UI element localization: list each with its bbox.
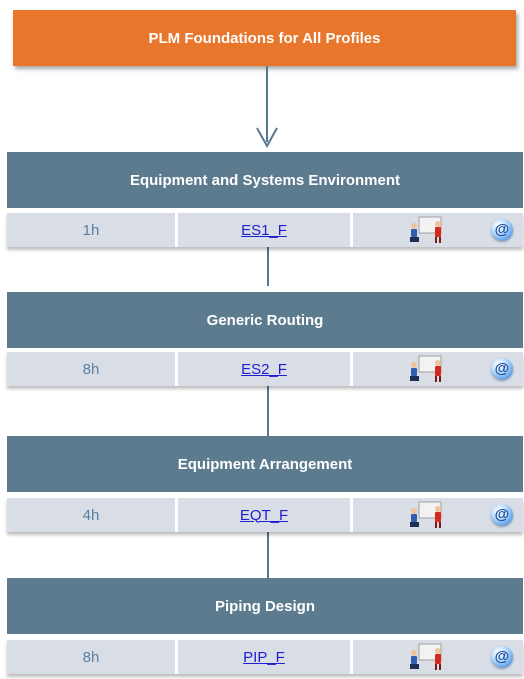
delivery-mode-cell: @: [353, 640, 523, 674]
module-title: Piping Design: [214, 597, 315, 615]
elearning-icon: @: [491, 219, 513, 241]
course-code-link[interactable]: ES2_F: [241, 360, 287, 378]
duration-cell: 1h: [7, 213, 175, 247]
module-info-row: 4h EQT_F @: [7, 498, 523, 532]
foundation-course-box: PLM Foundations for All Profiles: [13, 10, 516, 66]
module-header: Piping Design: [7, 578, 523, 634]
elearning-icon: @: [491, 504, 513, 526]
course-code-cell: ES2_F: [178, 352, 350, 386]
instructor-led-icon: [410, 643, 442, 670]
instructor-led-icon: [410, 216, 442, 243]
module-info-row: 8h PIP_F @: [7, 640, 523, 674]
arrow-down-icon: [256, 127, 278, 148]
module-title: Generic Routing: [206, 311, 324, 329]
elearning-icon: @: [491, 358, 513, 380]
foundation-course-title: PLM Foundations for All Profiles: [148, 29, 381, 47]
module-duration: 8h: [82, 360, 100, 378]
course-code-cell: PIP_F: [178, 640, 350, 674]
flow-connector: [267, 232, 269, 286]
duration-cell: 8h: [7, 352, 175, 386]
instructor-led-icon: [410, 355, 442, 382]
elearning-icon: @: [491, 646, 513, 668]
module-header: Equipment and Systems Environment: [7, 152, 523, 208]
module-header: Equipment Arrangement: [7, 436, 523, 492]
module-header: Generic Routing: [7, 292, 523, 348]
course-code-link[interactable]: EQT_F: [239, 506, 289, 524]
flow-connector: [267, 532, 269, 578]
module-duration: 8h: [82, 648, 100, 666]
module-title: Equipment and Systems Environment: [129, 171, 401, 189]
course-code-link[interactable]: PIP_F: [243, 648, 285, 666]
duration-cell: 8h: [7, 640, 175, 674]
module-title: Equipment Arrangement: [177, 455, 353, 473]
delivery-mode-cell: @: [353, 498, 523, 532]
course-code-cell: ES1_F: [178, 213, 350, 247]
module-info-row: 8h ES2_F @: [7, 352, 523, 386]
course-code-link[interactable]: ES1_F: [241, 221, 287, 239]
module-duration: 4h: [82, 506, 100, 524]
instructor-led-icon: [410, 501, 442, 528]
duration-cell: 4h: [7, 498, 175, 532]
delivery-mode-cell: @: [353, 352, 523, 386]
module-info-row: 1h ES1_F @: [7, 213, 523, 247]
flow-connector: [267, 384, 269, 436]
module-duration: 1h: [82, 221, 100, 239]
course-code-cell: EQT_F: [178, 498, 350, 532]
flow-arrow-line: [266, 66, 268, 142]
delivery-mode-cell: @: [353, 213, 523, 247]
